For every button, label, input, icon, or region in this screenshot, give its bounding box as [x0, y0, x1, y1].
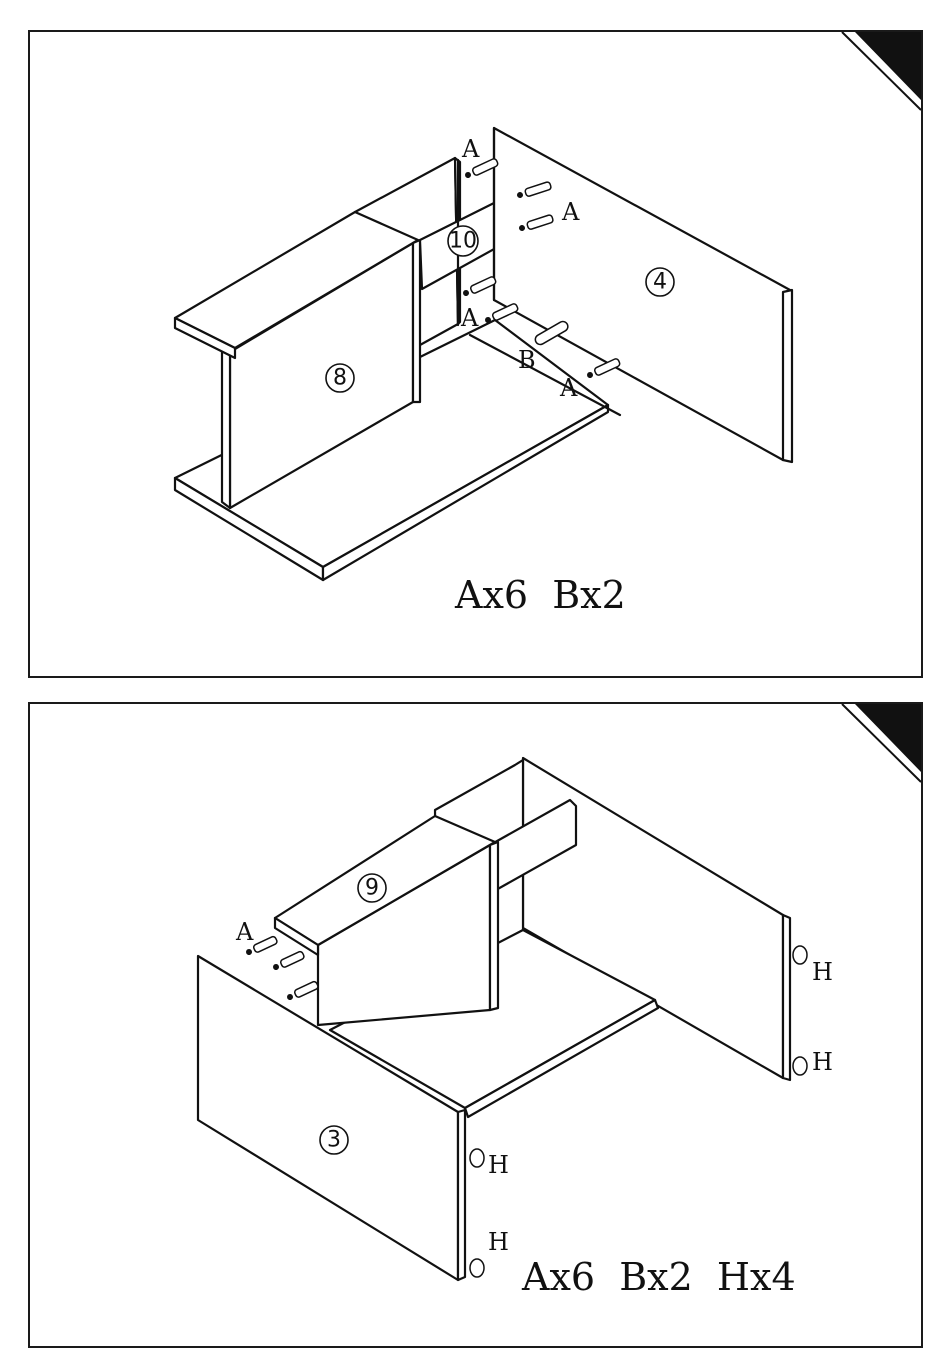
cam-bolt: [272, 951, 305, 972]
cam-bolt: [286, 981, 319, 1002]
hardware-label-h: H: [812, 1048, 833, 1076]
step-2-quantity: Ax6 Bx2 Hx4: [521, 1255, 796, 1299]
part-8-edge: [222, 346, 230, 508]
hardware-label-a: A: [559, 374, 578, 402]
part-10-number: 10: [449, 229, 477, 254]
hardware-label-a: A: [561, 198, 580, 226]
step-2-drawing: A H H H H 9 3 Ax6 Bx2 Hx4: [198, 758, 833, 1299]
hardware-label-h: H: [812, 958, 833, 986]
cam-bolt: [484, 303, 519, 325]
part-3-number: 3: [327, 1128, 341, 1153]
hardware-label-a: A: [235, 918, 254, 946]
hardware-label-a: A: [461, 135, 480, 163]
part-8-number: 8: [333, 366, 347, 391]
part-3-edge: [458, 1110, 465, 1280]
corner-tab-2: [855, 704, 921, 772]
hardware-label-h: H: [488, 1228, 509, 1256]
corner-tab-1: [855, 32, 921, 100]
hardware-label-a: A: [460, 304, 479, 332]
middle-upright-edge: [413, 240, 420, 402]
hardware-label-h: H: [488, 1151, 509, 1179]
step-1-quantity: Ax6 Bx2: [454, 573, 626, 617]
cam-bolt: [462, 276, 497, 298]
hardware-label-b: B: [518, 346, 536, 374]
part-4-number: 4: [653, 270, 667, 295]
part-9-number: 9: [365, 876, 379, 901]
part-9-divider-edge: [490, 842, 498, 1010]
part-4-edge: [783, 290, 792, 462]
right-side-panel-edge: [783, 915, 790, 1080]
step-1-drawing: A A A B A 8 10 4 Ax6 Bx2: [175, 128, 792, 617]
